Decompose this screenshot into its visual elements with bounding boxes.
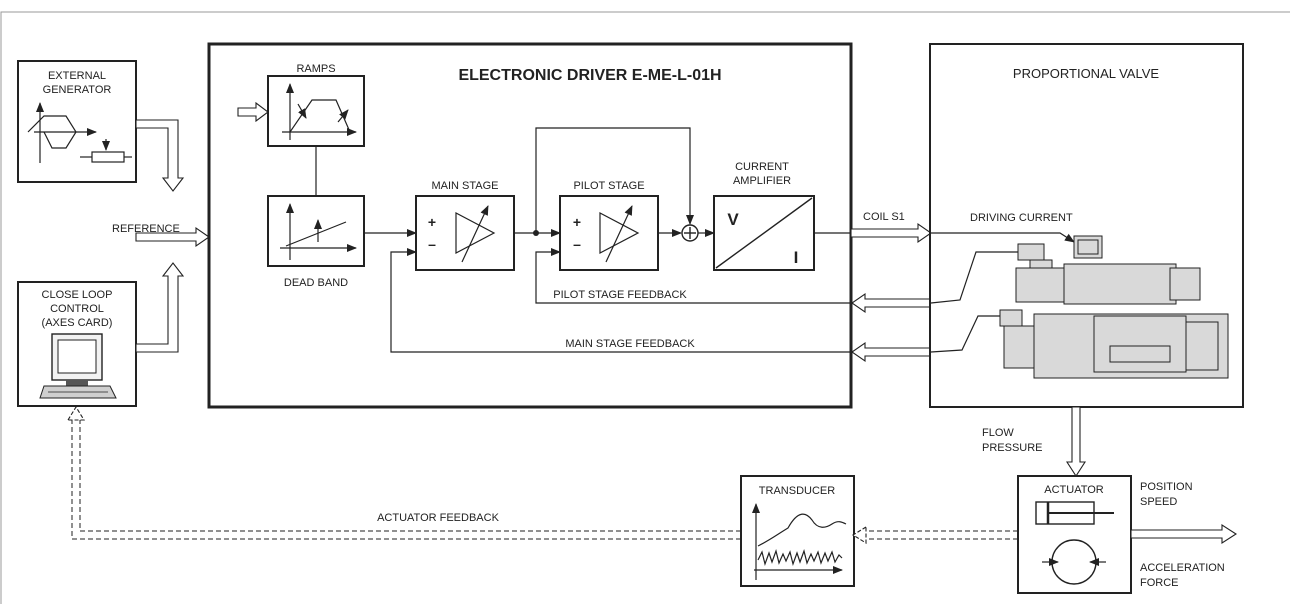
force-label: FORCE (1140, 577, 1179, 589)
close-loop-control-block: CLOSE LOOP CONTROL (AXES CARD) (17, 281, 137, 407)
driving-current-wire (931, 232, 1075, 243)
ramps-label: RAMPS (296, 63, 335, 75)
position-label: POSITION (1140, 481, 1193, 493)
generator-output-arrow (135, 119, 185, 192)
page-frame (0, 11, 1290, 604)
main-stage-label: MAIN STAGE (431, 180, 498, 192)
actuator-block: ACTUATOR (1017, 475, 1132, 594)
valve-to-actuator-arrow (1065, 406, 1087, 478)
speed-label: SPEED (1140, 496, 1177, 508)
pilot-stage-label: PILOT STAGE (573, 180, 644, 192)
reference-input-arrow (135, 226, 210, 248)
proportional-valve-icon (999, 235, 1229, 379)
signal-generator-icon (27, 102, 132, 163)
amplifier-i-symbol: I (794, 248, 799, 267)
pilot-feedback-input-arrow (851, 292, 931, 314)
main-feedback-label: MAIN STAGE FEEDBACK (565, 338, 695, 350)
transducer-block: TRANSDUCER (740, 475, 855, 587)
pilot-stage-minus: – (573, 236, 581, 252)
close-loop-output-arrow (135, 262, 185, 353)
close-loop-label-2: CONTROL (50, 303, 104, 315)
current-amplifier-block: CURRENT AMPLIFIER V I (713, 161, 815, 271)
proportional-valve-label: PROPORTIONAL VALVE (1013, 66, 1160, 81)
main-stage-minus: – (428, 236, 436, 252)
main-stage-block: MAIN STAGE + – (415, 180, 515, 271)
pilot-stage-block: PILOT STAGE + – (559, 180, 659, 271)
pressure-label: PRESSURE (982, 442, 1043, 454)
transducer-label: TRANSDUCER (759, 485, 835, 497)
waveform-icon (752, 503, 847, 580)
main-feedback-wire (390, 248, 851, 353)
pilot-transducer-cable (930, 251, 1018, 304)
dead-band-graph-icon (280, 203, 357, 260)
current-amplifier-label-2: AMPLIFIER (733, 175, 791, 187)
main-stage-plus: + (428, 214, 436, 230)
hydraulic-motor-icon (1042, 539, 1106, 585)
flow-label: FLOW (982, 427, 1014, 439)
driving-current-label: DRIVING CURRENT (970, 212, 1073, 224)
pilot-amplifier-icon (599, 205, 640, 263)
actuator-feedback-label: ACTUATOR FEEDBACK (377, 512, 499, 524)
main-feedback-input-arrow (851, 341, 931, 363)
current-amplifier-label-1: CURRENT (735, 161, 789, 173)
amplifier-v-symbol: V (727, 210, 739, 229)
computer-icon (39, 333, 117, 399)
driver-title: ELECTRONIC DRIVER E-ME-L-01H (458, 67, 721, 84)
pilot-feedback-label: PILOT STAGE FEEDBACK (553, 289, 687, 301)
actuator-feedback-path (67, 405, 1018, 544)
dead-band-label: DEAD BAND (284, 277, 348, 289)
actuator-label: ACTUATOR (1044, 484, 1104, 496)
main-transducer-cable (930, 315, 1000, 353)
close-loop-label-1: CLOSE LOOP (42, 289, 113, 301)
hydraulic-cylinder-icon (1035, 501, 1114, 525)
main-amplifier-icon (455, 205, 496, 263)
reference-label: REFERENCE (112, 223, 180, 235)
close-loop-label-3: (AXES CARD) (42, 317, 113, 329)
external-generator-block: EXTERNAL GENERATOR (17, 60, 137, 183)
external-generator-label-1: EXTERNAL (48, 70, 106, 82)
ramps-input-arrow (237, 101, 269, 123)
ramp-graph-icon (282, 83, 357, 140)
pilot-feedback-wire (535, 248, 851, 304)
coil-label: COIL S1 (863, 211, 905, 223)
proportional-valve-block: PROPORTIONAL VALVE DRIVING CURRENT (929, 43, 1244, 408)
summing-junction-icon (681, 224, 699, 242)
pilot-stage-plus: + (573, 214, 581, 230)
ramps-block: RAMPS (267, 63, 365, 147)
feedforward-wire (535, 127, 694, 233)
actuator-output-arrow (1130, 523, 1238, 545)
acceleration-label: ACCELERATION (1140, 562, 1225, 574)
external-generator-label-2: GENERATOR (43, 84, 112, 96)
coil-output-arrow (850, 222, 932, 244)
dead-band-block: DEAD BAND (267, 195, 365, 289)
